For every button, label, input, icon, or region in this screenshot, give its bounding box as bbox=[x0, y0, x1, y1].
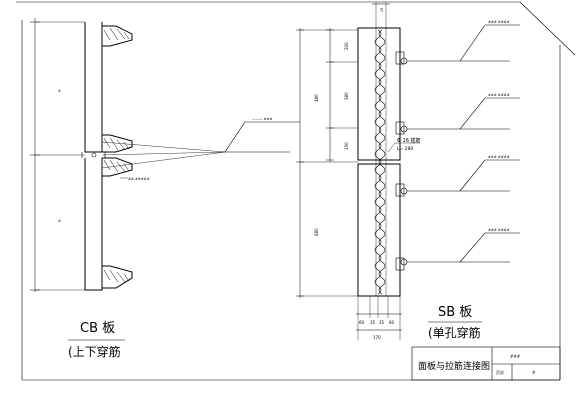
bottom-dim-4: 60 bbox=[389, 320, 395, 325]
rebar-note-line-1: Φ 16 插筋 bbox=[397, 137, 420, 144]
tie-label-3: ### #### bbox=[488, 155, 510, 159]
cb-dim-bottom: # bbox=[58, 219, 61, 223]
drawing-name: 面板与拉筋连接图 bbox=[418, 360, 490, 372]
rebar-note-line-2: L= 280 bbox=[397, 146, 413, 152]
sb-dim-lower-total: 680 bbox=[314, 228, 319, 236]
sb-dim-seg-1: 200 bbox=[344, 42, 349, 50]
cb-small-callout: ##.##### bbox=[128, 177, 150, 181]
sb-subtitle: (单孔穿筋 bbox=[428, 325, 481, 340]
bottom-dim-1: 60 bbox=[359, 320, 365, 325]
sb-title: SB 板 bbox=[438, 305, 472, 320]
tie-label-2: ### #### bbox=[488, 93, 510, 97]
tie-connectors bbox=[395, 51, 408, 271]
sb-dim-seg-2: 380 bbox=[344, 92, 349, 100]
cb-label: CB 板 (上下穿筋 bbox=[68, 321, 125, 359]
bottom-dim-total: 170 bbox=[373, 335, 381, 340]
title-block: 面板与拉筋连接图 ### 页次 # bbox=[411, 346, 561, 381]
rebar-braid bbox=[374, 29, 386, 295]
sheet-number: # bbox=[532, 370, 536, 375]
cb-dim-top: # bbox=[58, 89, 61, 93]
cb-title: CB 板 bbox=[80, 321, 115, 336]
tie-label-4: ### #### bbox=[488, 228, 510, 232]
cb-panel-drawing: ——— ### ##.##### # # bbox=[30, 18, 300, 292]
sheet-code: ### bbox=[510, 354, 521, 359]
tie-label-1: ### #### bbox=[488, 20, 510, 24]
sb-dim-seg-3: 150 bbox=[344, 142, 349, 150]
sb-label: SB 板 (单孔穿筋 bbox=[428, 305, 482, 340]
bottom-dim-2: 35 bbox=[370, 320, 376, 325]
sb-dim-top: 25 bbox=[380, 8, 384, 12]
sheet-label: 页次 bbox=[496, 369, 504, 375]
sb-panel-drawing: 480 680 200 380 150 25 bbox=[296, 2, 520, 340]
cb-subtitle: (上下穿筋 bbox=[68, 344, 121, 359]
bottom-dim-3: 35 bbox=[379, 320, 385, 325]
hatch-fill bbox=[103, 27, 130, 283]
sb-dim-upper-total: 480 bbox=[314, 94, 319, 102]
cb-callout-label: ——— ### bbox=[252, 117, 272, 121]
